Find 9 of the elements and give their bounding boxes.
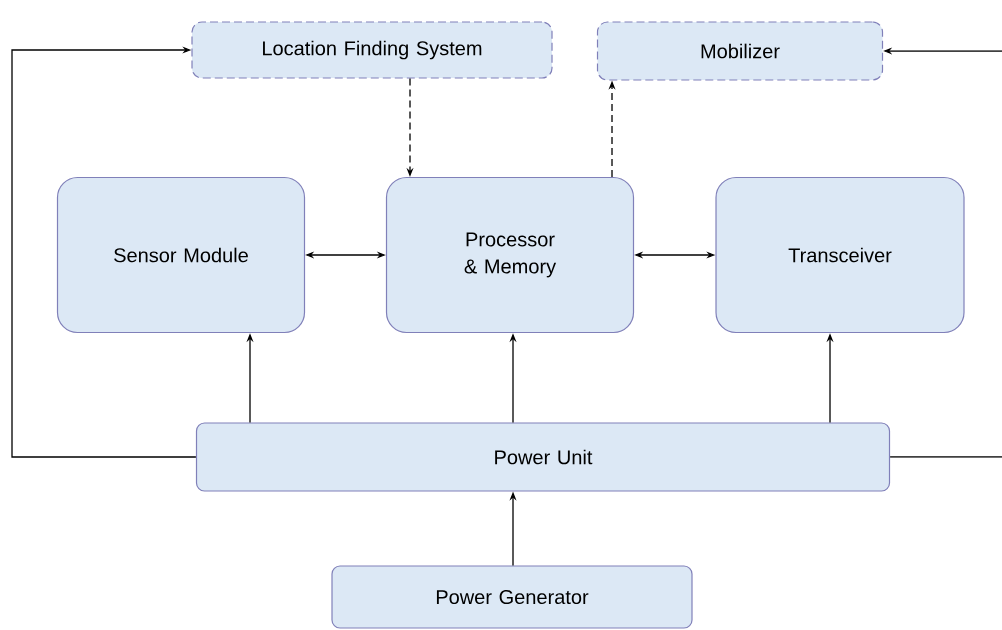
process-box: Sensor Module <box>56 176 306 334</box>
arrow <box>11 46 197 458</box>
process-box: Processor & Memory <box>385 176 635 334</box>
line <box>889 456 1002 458</box>
process-box: Power Generator <box>331 565 693 629</box>
process-box: Power Unit <box>195 422 891 492</box>
process-box: Transceiver <box>715 176 965 334</box>
dashed-box: Location Finding System <box>191 21 553 79</box>
dashed-box: Mobilizer <box>596 21 884 81</box>
